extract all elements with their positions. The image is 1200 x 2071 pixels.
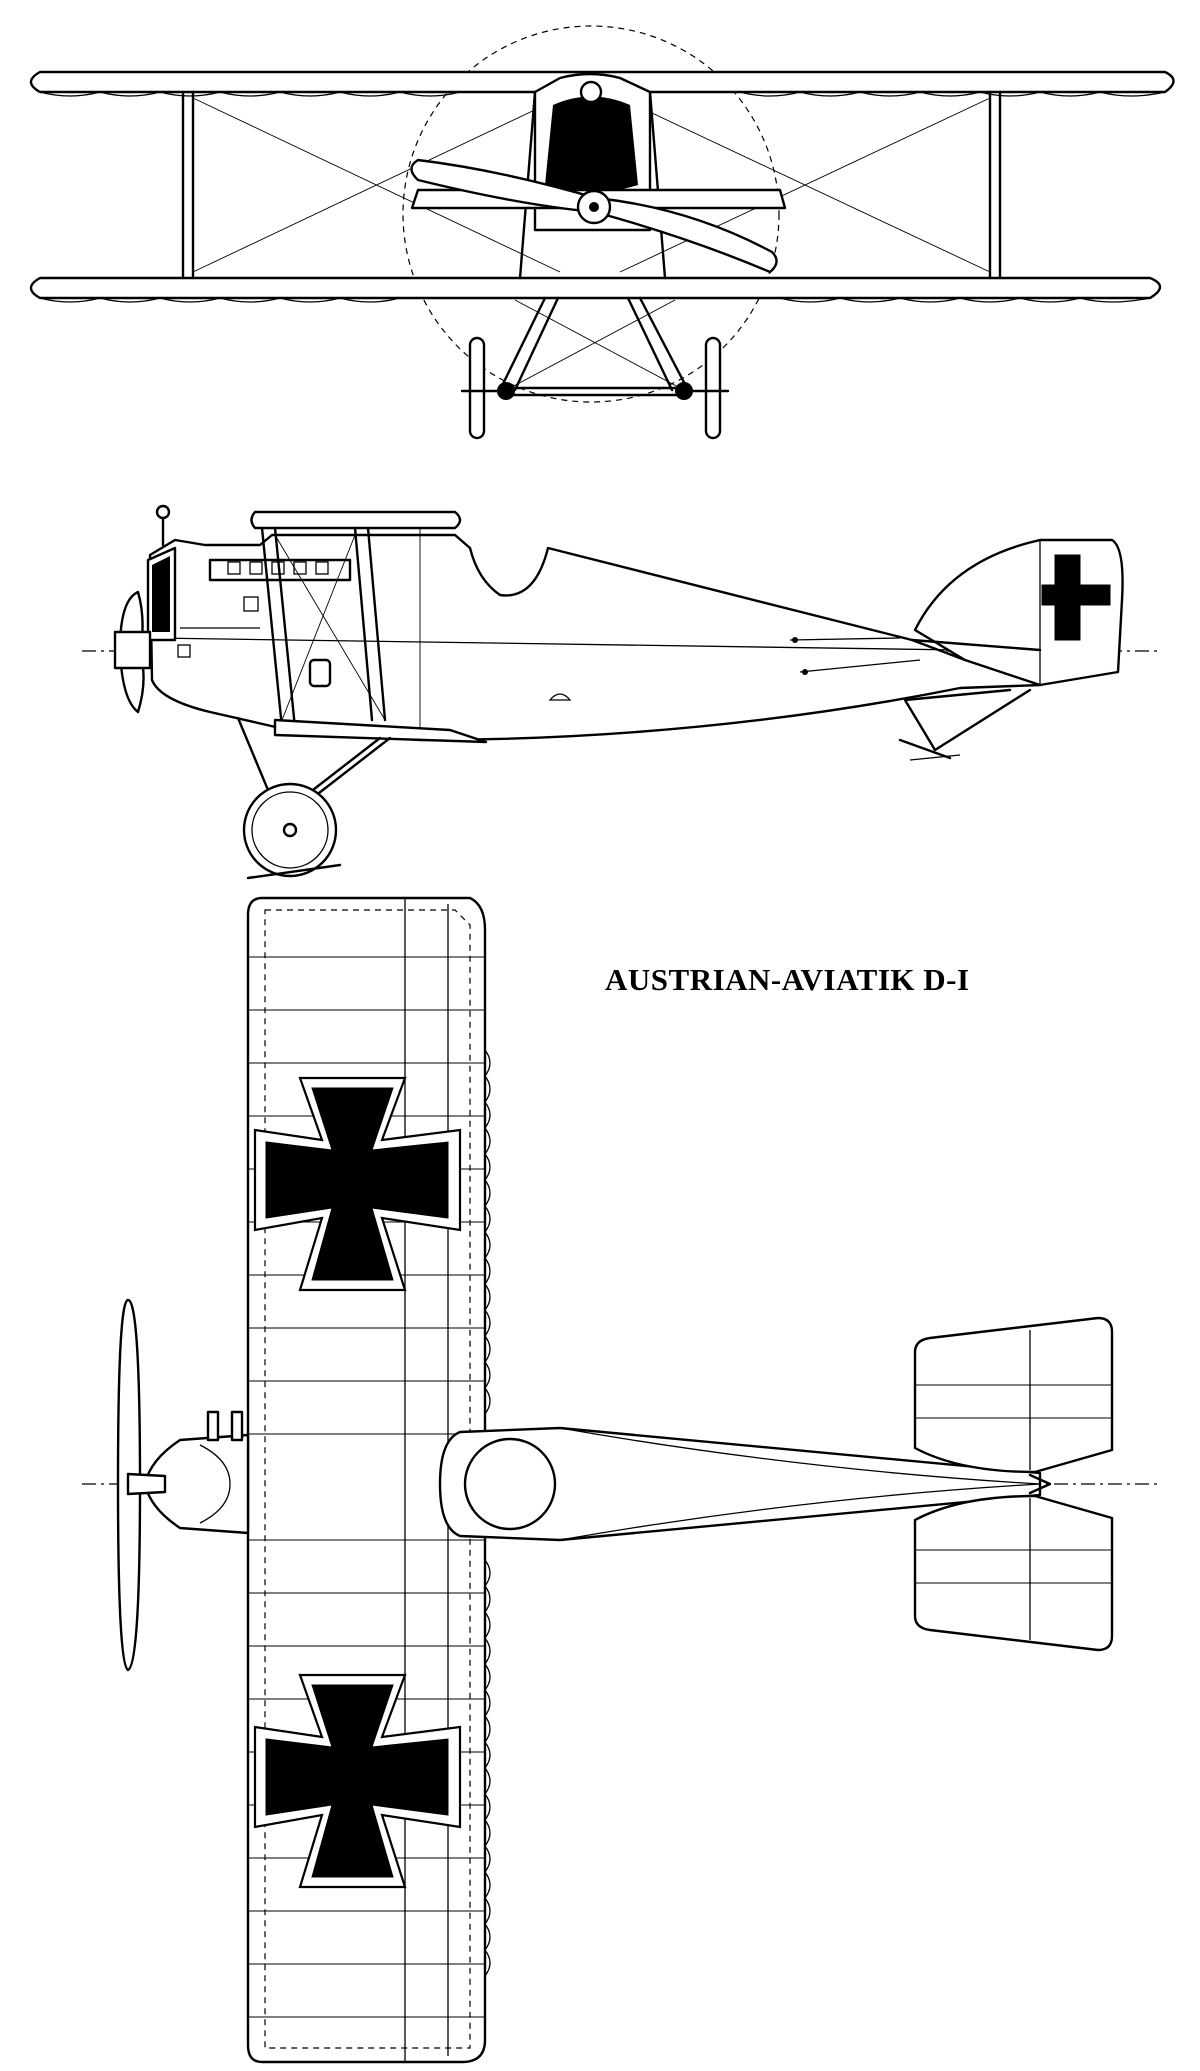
propeller — [410, 158, 778, 274]
upper-wing-side — [250, 510, 462, 530]
upper-wing-iron-cross-icon — [253, 1076, 462, 1292]
tailplane-top — [913, 1316, 1114, 1474]
right-wheel — [704, 336, 722, 440]
left-wheel — [468, 336, 486, 440]
front-view — [29, 25, 1175, 440]
propeller-disc — [402, 25, 780, 403]
fuselage-top — [438, 1426, 1042, 1542]
page-title: AUSTRIAN-AVIATIK D-I — [605, 962, 970, 997]
lower-wing — [29, 276, 1162, 300]
top-view — [82, 896, 1160, 2064]
lower-wing-iron-cross-icon — [253, 1673, 462, 1889]
rudder-iron-cross-icon — [1041, 554, 1111, 641]
side-view — [82, 504, 1160, 880]
